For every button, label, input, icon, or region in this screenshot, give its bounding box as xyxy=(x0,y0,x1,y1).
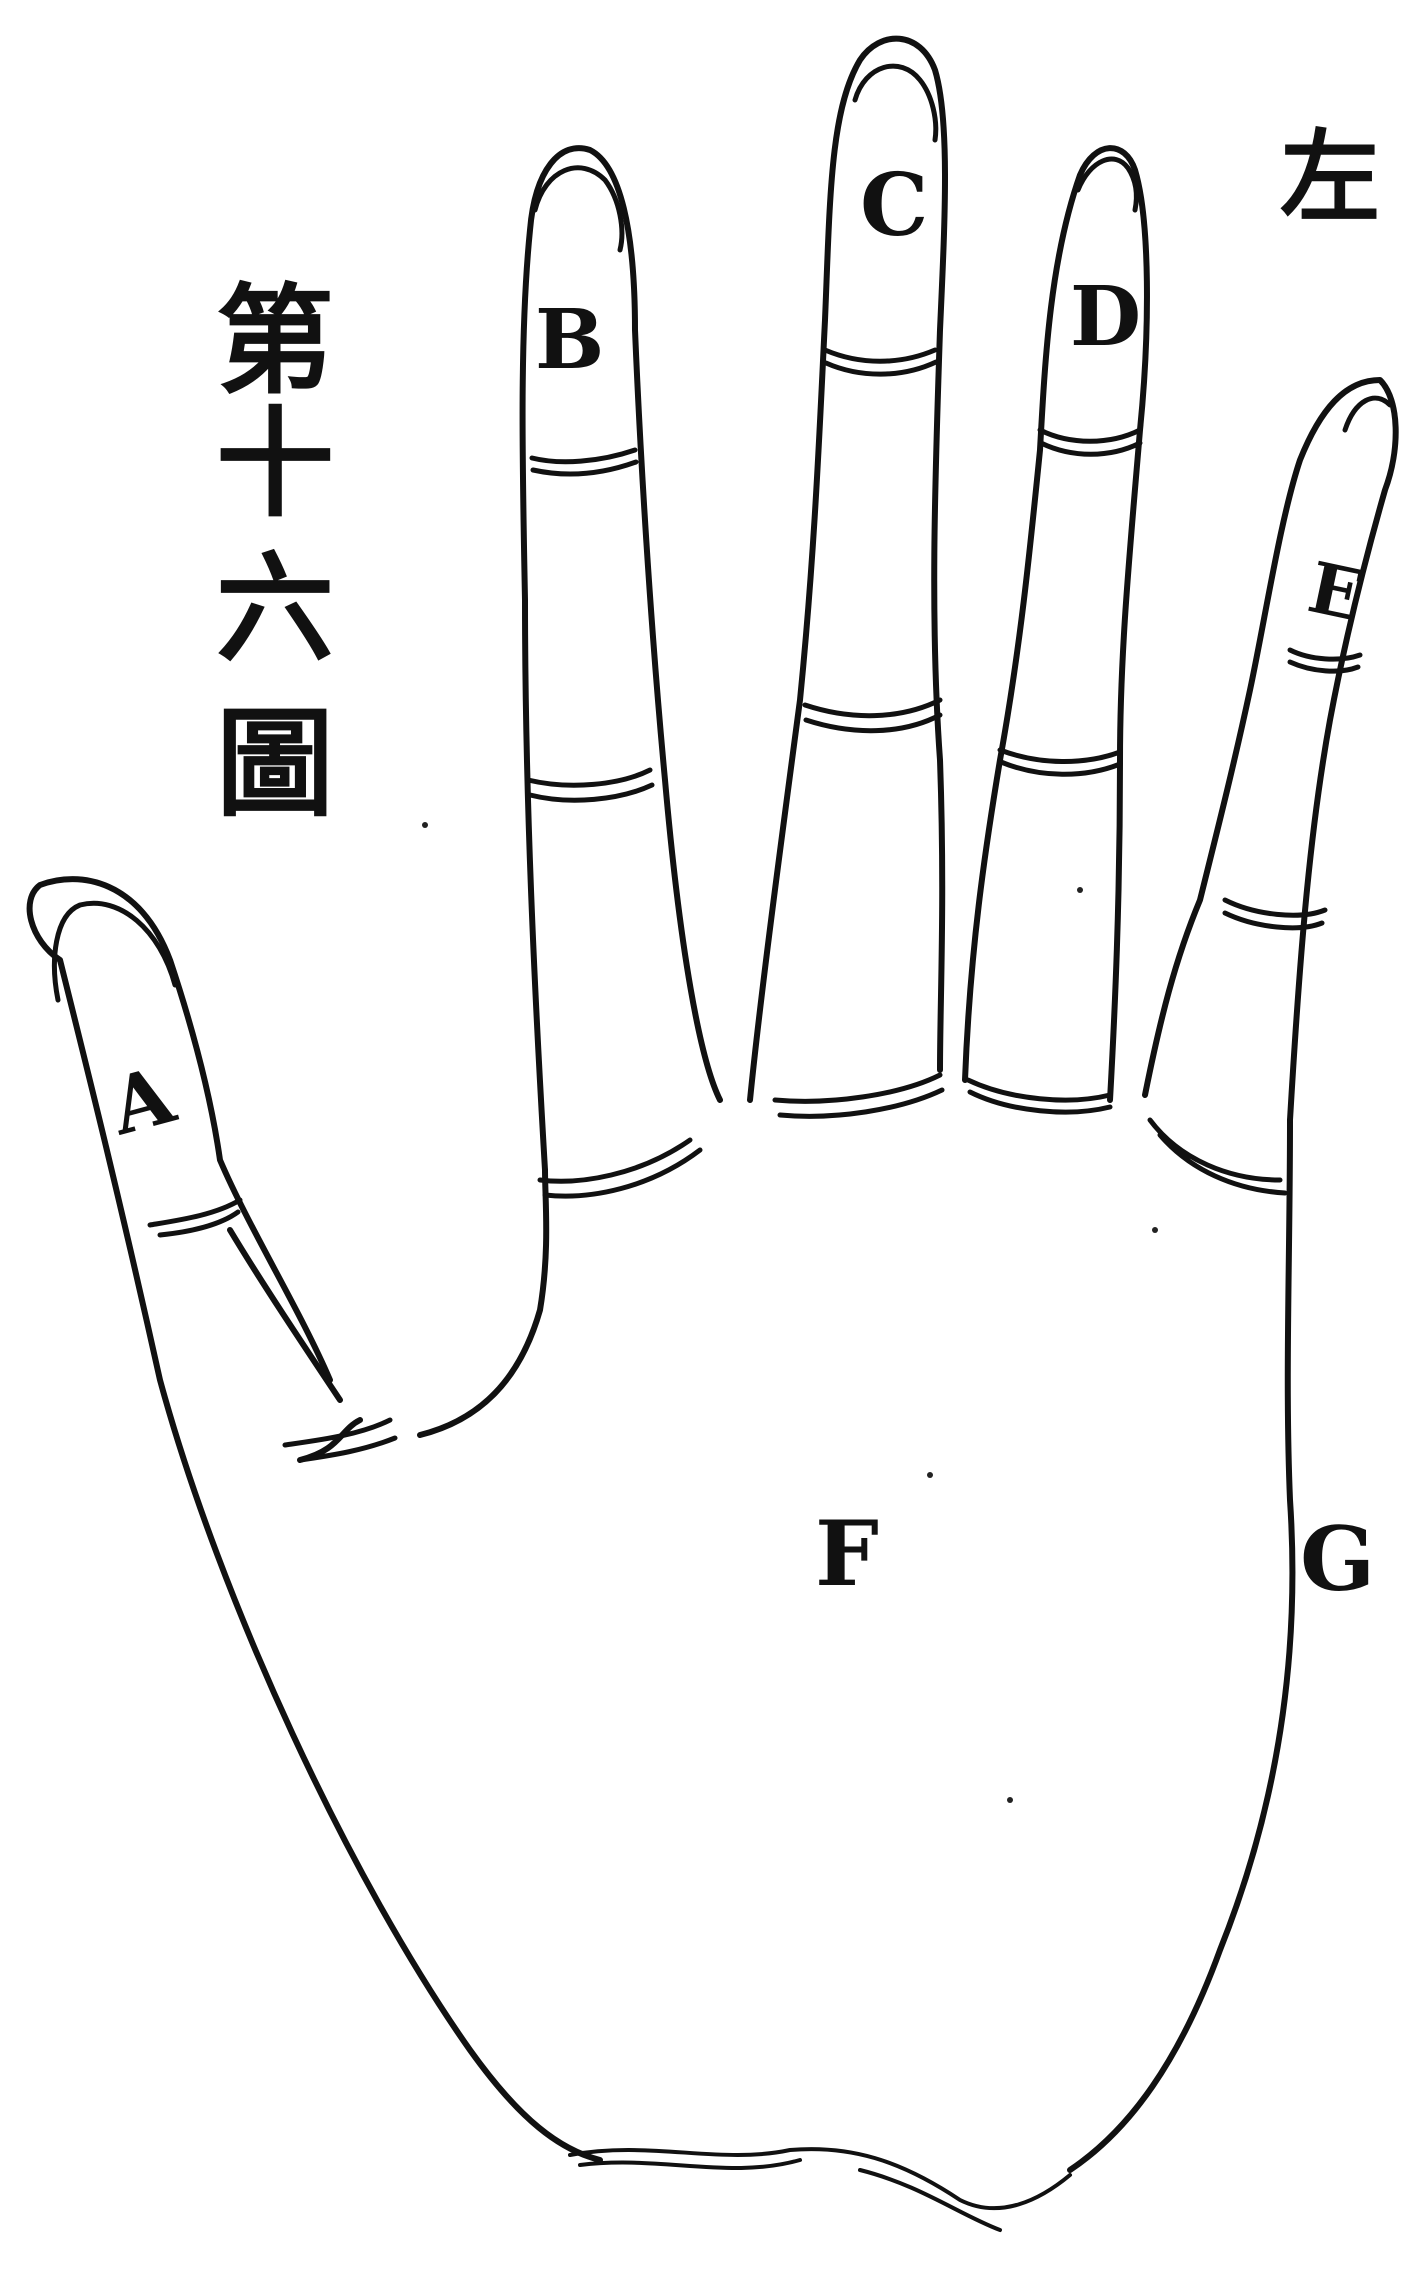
middle-finger-base-crease xyxy=(775,1075,942,1116)
label-middle-finger: C xyxy=(860,155,928,256)
title-char-1: 第 xyxy=(216,271,334,410)
index-finger-joint-2 xyxy=(528,770,652,800)
figure-title: 第 十 六 圖 xyxy=(216,271,334,833)
middle-finger-nail xyxy=(855,66,936,140)
label-palm: F xyxy=(815,1501,879,1607)
little-finger-nail xyxy=(1345,398,1390,430)
index-finger-nail xyxy=(535,168,622,250)
title-char-3: 六 xyxy=(216,539,334,678)
label-ring-finger: D xyxy=(1070,269,1141,365)
thumb-joint-crease xyxy=(150,1200,240,1235)
speck xyxy=(927,1472,933,1478)
little-finger-joint-1 xyxy=(1290,650,1360,671)
little-finger-joint-2 xyxy=(1225,900,1325,928)
ring-finger-joint-2 xyxy=(1000,750,1120,774)
palm-right-edge xyxy=(1070,1120,1292,2170)
side-label: 左 xyxy=(1280,118,1380,236)
thumb-nail xyxy=(54,903,175,1000)
index-finger-base-crease xyxy=(540,1140,700,1196)
ring-finger-base-crease xyxy=(968,1080,1110,1112)
wrist-line xyxy=(570,2149,1070,2230)
speck xyxy=(1152,1227,1158,1233)
label-palm-edge: G xyxy=(1300,1507,1375,1611)
little-finger-base-crease xyxy=(1150,1120,1285,1193)
index-finger-joint-1 xyxy=(532,450,636,474)
thumb xyxy=(54,903,395,1460)
thumb-inner-edge xyxy=(230,1230,340,1400)
little-finger xyxy=(1145,380,1396,1193)
middle-finger-joint-1 xyxy=(825,350,936,374)
hand-outline xyxy=(30,879,1293,2230)
label-index-finger: B xyxy=(535,292,604,388)
speck xyxy=(422,822,428,828)
label-little-finger: E xyxy=(1301,545,1370,637)
thumb-web xyxy=(300,1170,546,1460)
title-char-4: 圖 xyxy=(216,694,334,833)
label-thumb: A xyxy=(100,1049,184,1153)
little-finger-outline xyxy=(1145,380,1396,1120)
middle-finger-joint-2 xyxy=(805,700,940,731)
ring-finger-joint-1 xyxy=(1040,430,1140,454)
speck xyxy=(1007,1797,1013,1803)
title-char-2: 十 xyxy=(216,394,334,533)
speck xyxy=(1077,887,1083,893)
